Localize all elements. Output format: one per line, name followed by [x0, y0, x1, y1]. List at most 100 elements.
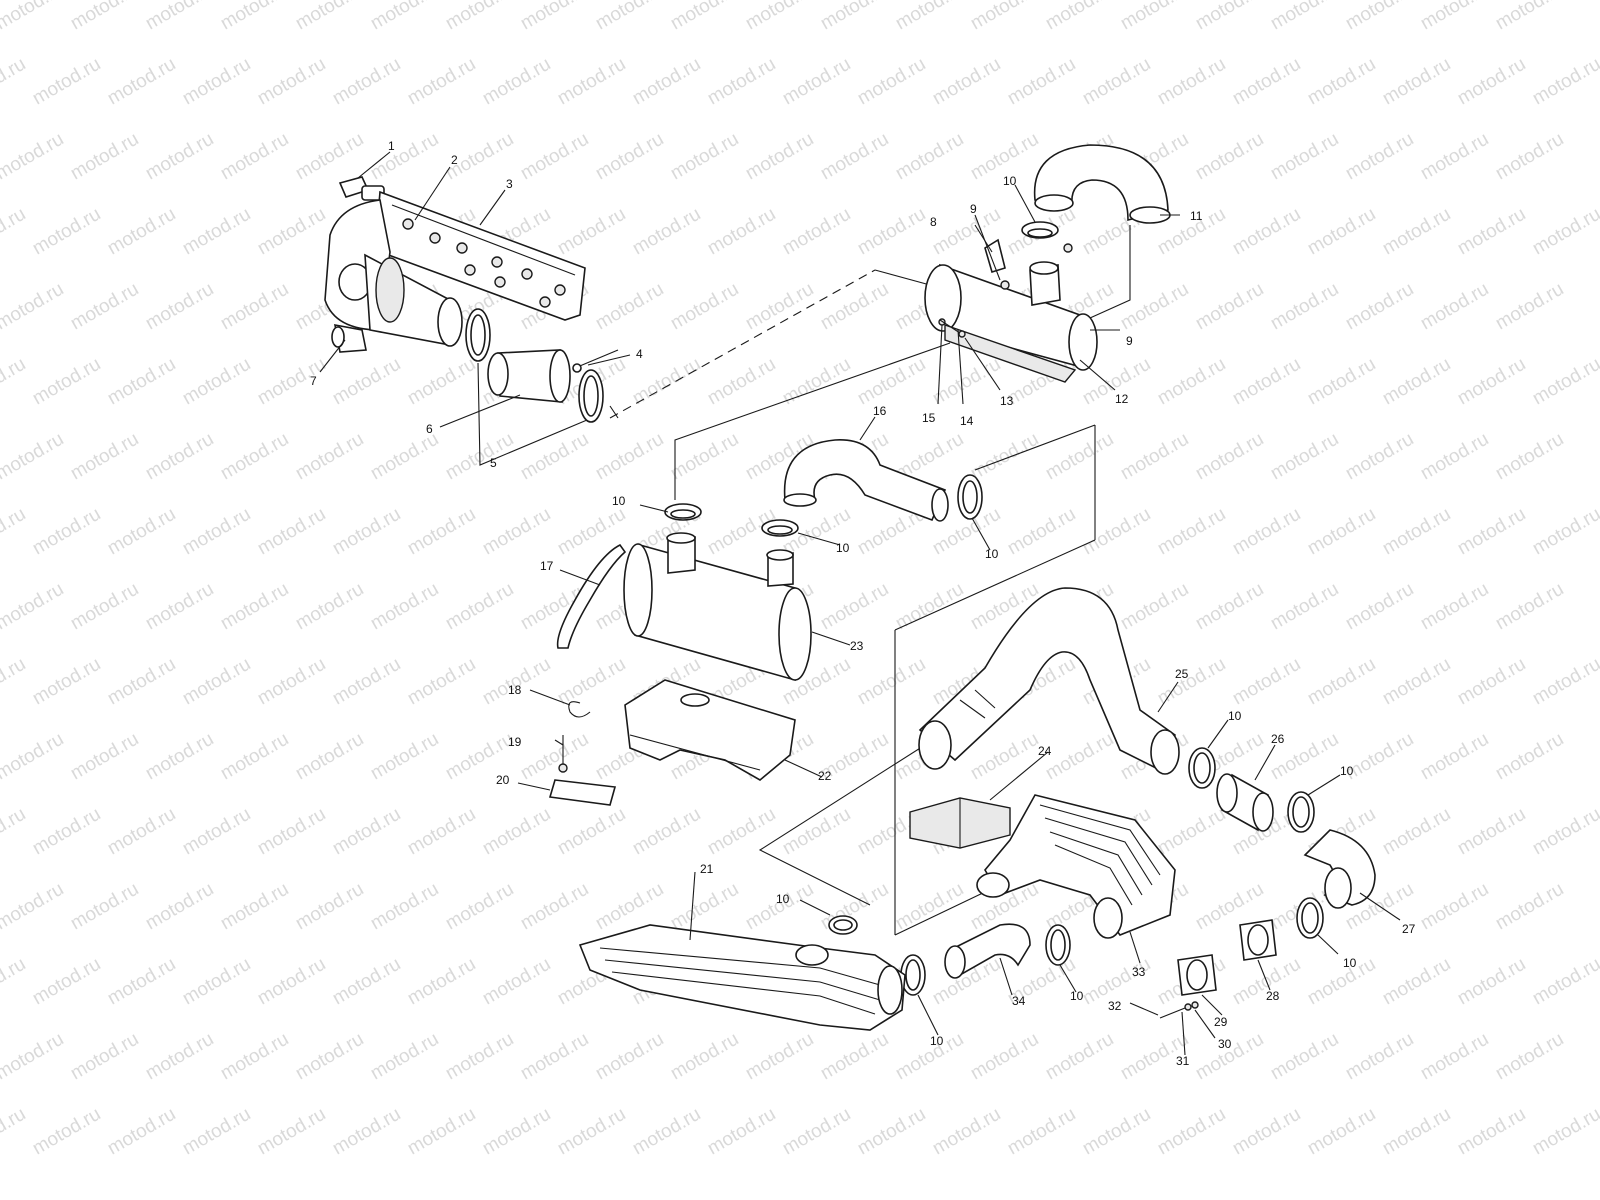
- watermark-text: motod.ru: [217, 879, 292, 935]
- watermark-text: motod.ru: [442, 1029, 517, 1085]
- callout-10-right-a: 10: [1228, 709, 1242, 723]
- part-19-screw: [558, 735, 568, 773]
- part-5-clamp-b: [578, 369, 604, 423]
- part-10-clamp-lower-c: [828, 915, 858, 935]
- watermark-text: motod.ru: [1417, 729, 1492, 785]
- watermark-text: motod.ru: [0, 579, 67, 635]
- watermark-text: motod.ru: [517, 0, 592, 34]
- watermark-text: motod.ru: [179, 354, 254, 410]
- watermark-text: motod.ru: [329, 954, 404, 1010]
- watermark-text: motod.ru: [742, 129, 817, 185]
- watermark-text: motod.ru: [1192, 0, 1267, 34]
- watermark-text: motod.ru: [1342, 1029, 1417, 1085]
- watermark-text: motod.ru: [1454, 204, 1529, 260]
- watermark-text: motod.ru: [479, 1104, 554, 1160]
- watermark-text: motod.ru: [1529, 804, 1600, 860]
- watermark-text: motod.ru: [1304, 954, 1379, 1010]
- watermark-text: motod.ru: [0, 1104, 29, 1160]
- watermark-text: motod.ru: [67, 429, 142, 485]
- callout-5: 5: [490, 456, 497, 470]
- watermark-text: motod.ru: [1004, 504, 1079, 560]
- part-34-elbow: [944, 923, 1031, 979]
- watermark-text: motod.ru: [142, 0, 217, 34]
- part-24-pad: [909, 797, 1011, 849]
- callout-31: 31: [1176, 1054, 1190, 1068]
- callout-33: 33: [1132, 965, 1146, 979]
- watermark-text: motod.ru: [404, 954, 479, 1010]
- watermark-text: motod.ru: [1492, 129, 1567, 185]
- watermark-text: motod.ru: [29, 354, 104, 410]
- connection-dashed-line: [609, 269, 876, 419]
- watermark-text: motod.ru: [104, 354, 179, 410]
- watermark-text: motod.ru: [142, 729, 217, 785]
- watermark-text: motod.ru: [1304, 354, 1379, 410]
- callout-labels: 1 2 3 4 5 6 7 8 9 9 10 11 12 13 14 15 16…: [310, 139, 1416, 1068]
- watermark-text: motod.ru: [292, 579, 367, 635]
- watermark-text: motod.ru: [854, 54, 929, 110]
- watermark-text: motod.ru: [179, 804, 254, 860]
- watermark-text: motod.ru: [217, 0, 292, 34]
- part-28-flange: [1239, 919, 1277, 961]
- watermark-text: motod.ru: [1492, 579, 1567, 635]
- watermark-text: motod.ru: [1229, 504, 1304, 560]
- part-10-clamp-muffler-b: [761, 519, 799, 537]
- watermark-text: motod.ru: [1079, 54, 1154, 110]
- watermark-text: motod.ru: [1417, 279, 1492, 335]
- watermark-text: motod.ru: [1379, 1104, 1454, 1160]
- watermark-text: motod.ru: [1492, 1029, 1567, 1085]
- watermark-text: motod.ru: [329, 504, 404, 560]
- callout-29: 29: [1214, 1015, 1228, 1029]
- watermark-text: motod.ru: [367, 1029, 442, 1085]
- watermark-text: motod.ru: [217, 279, 292, 335]
- watermark-text: motod.ru: [779, 54, 854, 110]
- watermark-text: motod.ru: [442, 0, 517, 34]
- callout-25: 25: [1175, 667, 1189, 681]
- part-21-exhaust-manifold: [578, 924, 906, 1031]
- leader-lines: [319, 151, 1401, 1056]
- watermark-text: motod.ru: [629, 204, 704, 260]
- watermark-text: motod.ru: [517, 879, 592, 935]
- watermark-text: motod.ru: [1454, 804, 1529, 860]
- watermark-text: motod.ru: [179, 1104, 254, 1160]
- watermark-text: motod.ru: [254, 204, 329, 260]
- part-32-bolt: [1159, 1001, 1199, 1019]
- watermark-text: motod.ru: [329, 804, 404, 860]
- callout-22: 22: [818, 769, 832, 783]
- watermark-text: motod.ru: [1079, 504, 1154, 560]
- watermark-text: motod.ru: [1154, 1104, 1229, 1160]
- watermark-text: motod.ru: [442, 879, 517, 935]
- watermark-text: motod.ru: [779, 804, 854, 860]
- watermark-text: motod.ru: [1492, 429, 1567, 485]
- watermark-text: motod.ru: [67, 129, 142, 185]
- watermark-text: motod.ru: [1004, 54, 1079, 110]
- watermark-text: motod.ru: [1192, 279, 1267, 335]
- watermark-text: motod.ru: [367, 579, 442, 635]
- part-5-clamp-a: [465, 308, 491, 362]
- watermark-text: motod.ru: [667, 129, 742, 185]
- connection-leader: [874, 269, 931, 286]
- watermark-text: motod.ru: [29, 804, 104, 860]
- watermark-text: motod.ru: [1529, 54, 1600, 110]
- watermark-text: motod.ru: [1079, 1104, 1154, 1160]
- watermark-text: motod.ru: [29, 54, 104, 110]
- watermark-text: motod.ru: [1117, 429, 1192, 485]
- watermark-text: motod.ru: [104, 804, 179, 860]
- callout-1: 1: [388, 139, 395, 153]
- watermark-text: motod.ru: [1417, 129, 1492, 185]
- watermark-text: motod.ru: [1454, 504, 1529, 560]
- watermark-text: motod.ru: [742, 879, 817, 935]
- watermark-text: motod.ru: [404, 54, 479, 110]
- watermark-text: motod.ru: [29, 954, 104, 1010]
- watermark-text: motod.ru: [292, 429, 367, 485]
- watermark-text: motod.ru: [554, 204, 629, 260]
- watermark-text: motod.ru: [329, 354, 404, 410]
- watermark-text: motod.ru: [517, 729, 592, 785]
- part-33-exhaust-header: [976, 794, 1176, 939]
- watermark-text: motod.ru: [1417, 1029, 1492, 1085]
- watermark-text: motod.ru: [292, 879, 367, 935]
- part-20-plate: [548, 779, 617, 806]
- part-25-large-hose: [918, 587, 1180, 775]
- watermark-text: motod.ru: [1304, 654, 1379, 710]
- watermark-text: motod.ru: [442, 579, 517, 635]
- watermark-text: motod.ru: [179, 54, 254, 110]
